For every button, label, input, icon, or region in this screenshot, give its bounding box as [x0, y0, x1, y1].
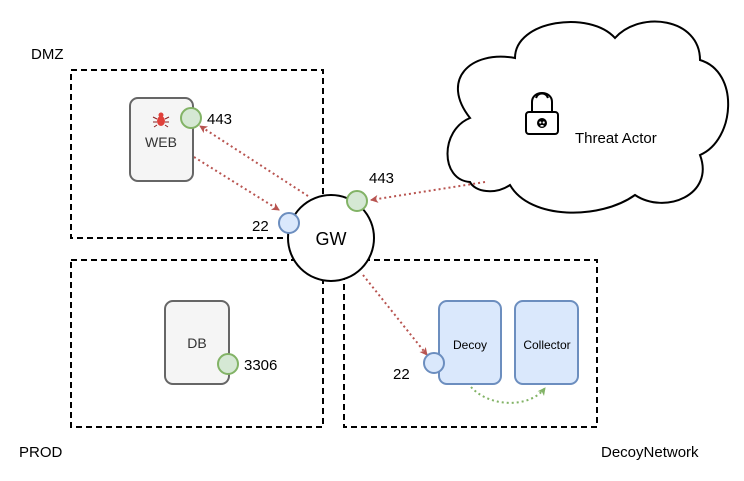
decoy-port-22-label: 22	[393, 366, 410, 383]
decoy-label: Decoy	[453, 338, 487, 352]
gw-to-web-arrow	[199, 125, 309, 197]
gw-port-443[interactable]	[346, 190, 368, 212]
web-port-443[interactable]	[180, 107, 202, 129]
gateway-node[interactable]	[287, 194, 375, 282]
dmz-zone	[70, 69, 324, 239]
dmz-zone-label: DMZ	[31, 46, 64, 63]
threat-actor-cloud	[446, 20, 730, 214]
collector-label: Collector	[523, 338, 570, 352]
threat-to-gw-arrow	[370, 181, 486, 203]
db-port-3306-label: 3306	[244, 357, 277, 374]
bug-icon	[152, 112, 170, 128]
web-server-label: WEB	[145, 134, 177, 150]
web-server-node[interactable]	[129, 97, 194, 182]
hacker-icon	[525, 92, 559, 135]
db-port-3306[interactable]	[217, 353, 239, 375]
db-server-label: DB	[187, 335, 206, 351]
gw-port-22[interactable]	[278, 212, 300, 234]
gw-port-443-label: 443	[369, 170, 394, 187]
decoy-port-22[interactable]	[423, 352, 445, 374]
gw-to-decoy-arrow	[362, 274, 428, 356]
decoy-network-zone-label: DecoyNetwork	[601, 444, 699, 461]
web-port-443-label: 443	[207, 111, 232, 128]
web-to-gw-arrow	[193, 156, 280, 211]
gw-port-22-label: 22	[252, 218, 269, 235]
collector-node[interactable]	[514, 300, 579, 385]
decoy-node[interactable]	[438, 300, 502, 385]
prod-zone-label: PROD	[19, 444, 63, 461]
prod-zone	[70, 259, 324, 428]
gateway-label: GW	[316, 229, 347, 249]
threat-actor-label: Threat Actor	[575, 130, 657, 147]
decoy-to-collector-arrow	[470, 386, 546, 404]
db-server-node[interactable]	[164, 300, 230, 385]
